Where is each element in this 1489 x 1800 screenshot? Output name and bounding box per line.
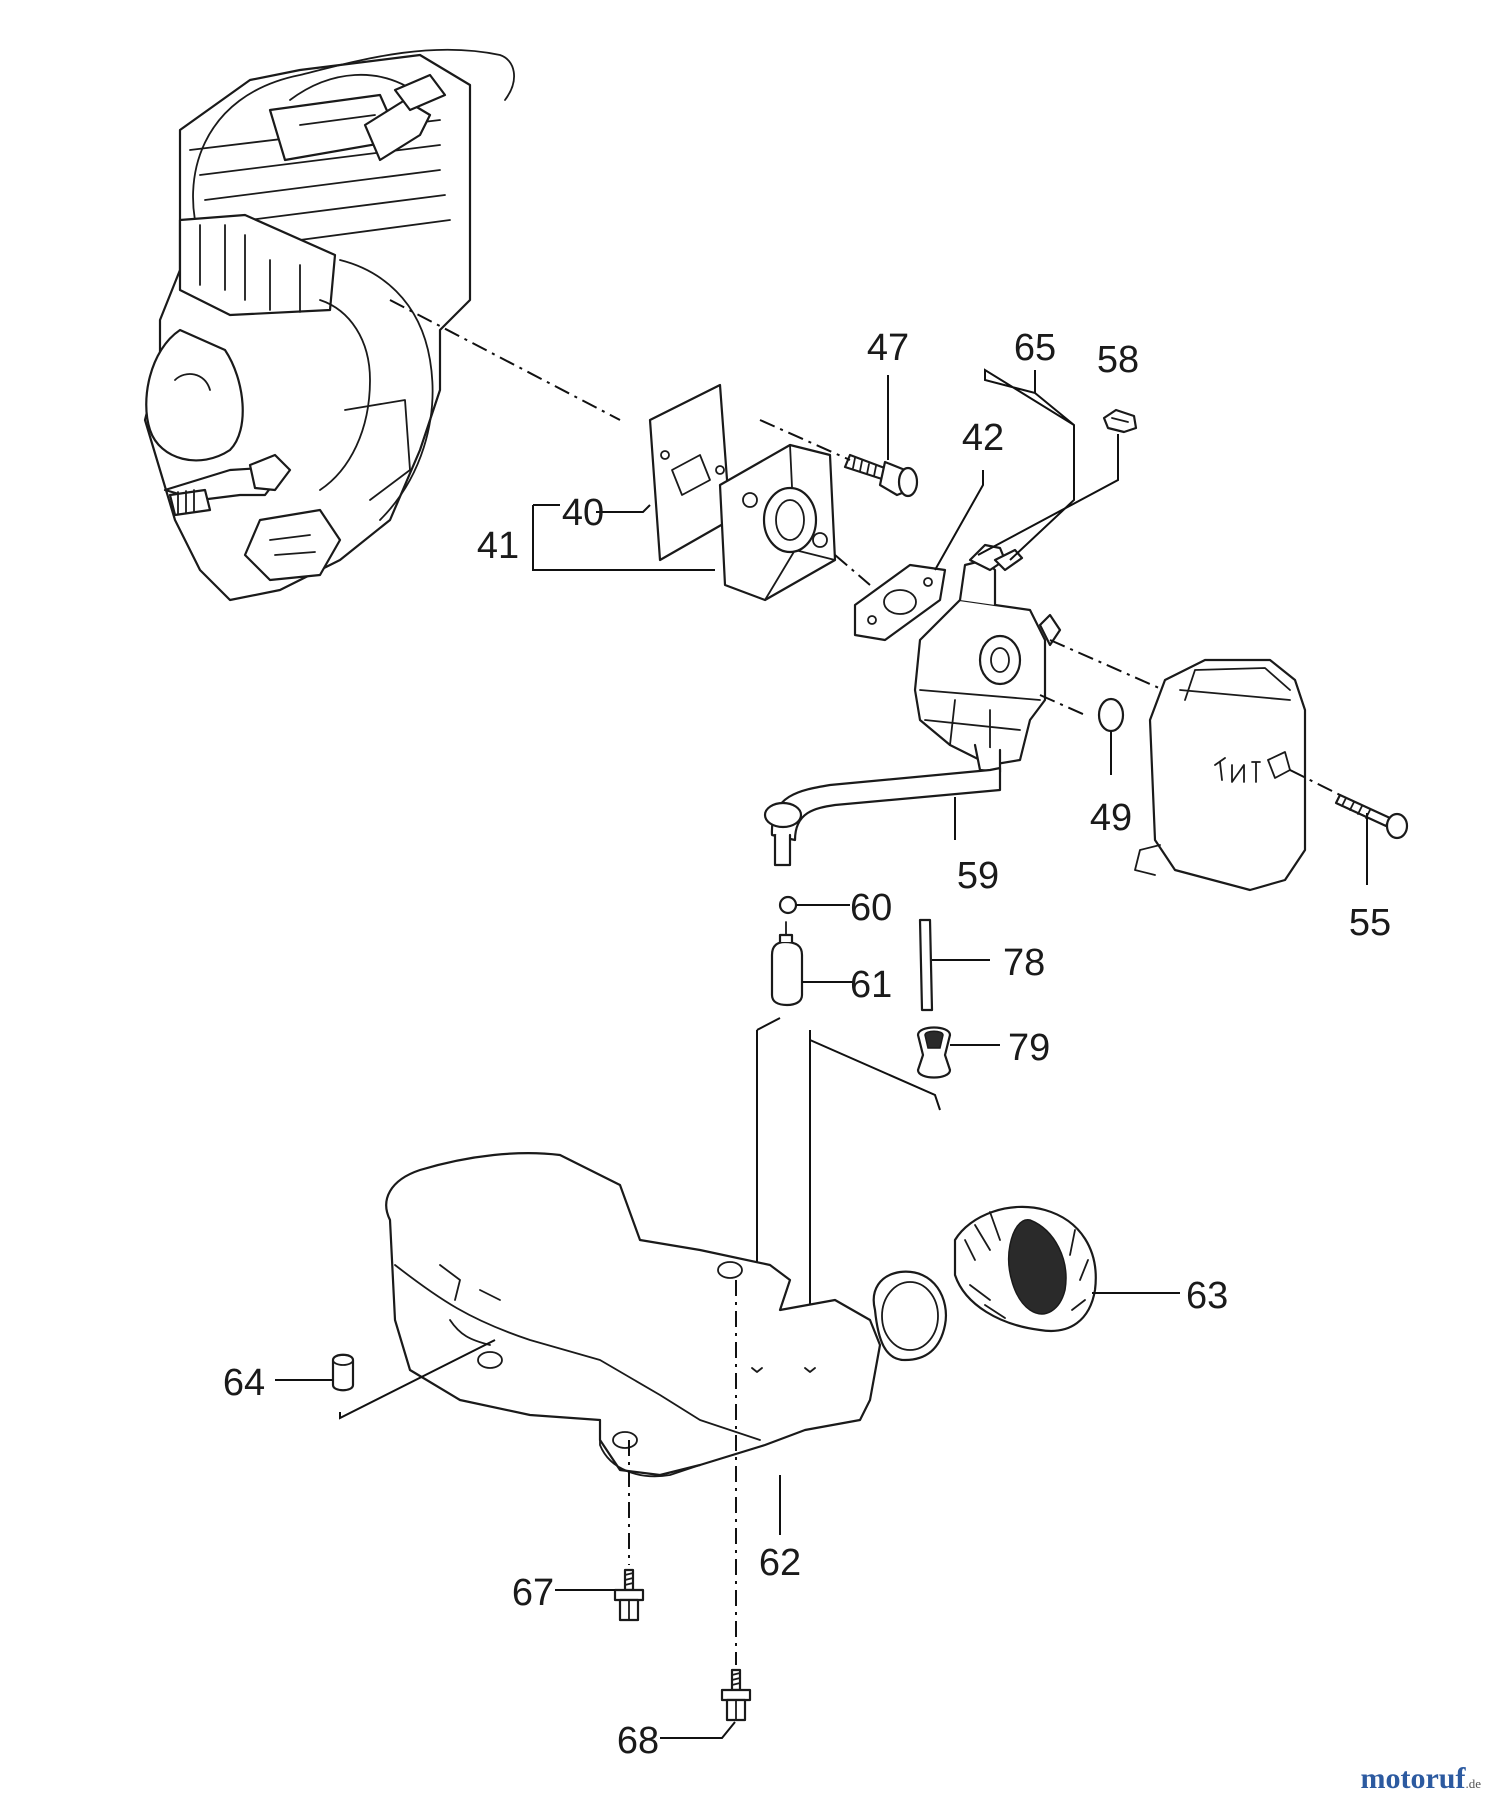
- part-58-clip: [1102, 408, 1138, 434]
- leader-lines: [275, 368, 1368, 1739]
- gasket-42-centerline: [834, 554, 871, 586]
- watermark-name: motoruf: [1360, 1762, 1466, 1795]
- label-59: 59: [957, 855, 999, 897]
- damper-64-route: [339, 1339, 496, 1420]
- part-59-fuel-pipe: [763, 766, 1002, 867]
- part-55-bolt: [1334, 793, 1409, 840]
- label-58: 58: [1097, 339, 1139, 381]
- part-67-screw: [613, 1568, 645, 1622]
- label-55: 55: [1349, 902, 1391, 944]
- label-49: 49: [1090, 797, 1132, 839]
- part-55-air-filter-cover: [1134, 658, 1307, 892]
- part-78-pipe: [918, 918, 934, 1012]
- motoruf-watermark: motoruf.de: [1360, 1764, 1481, 1794]
- label-40: 40: [562, 492, 604, 534]
- leader-40: [596, 504, 651, 513]
- label-78: 78: [1003, 942, 1045, 984]
- leader-42: [934, 470, 984, 571]
- part-42-gasket: [853, 563, 947, 642]
- label-62: 62: [759, 1542, 801, 1584]
- carb-oring-centerline: [1039, 694, 1086, 716]
- leader-68: [660, 1721, 736, 1739]
- leader-58: [977, 434, 1119, 556]
- part-64-damper: [331, 1353, 355, 1392]
- carb-airfilter-centerline: [1049, 639, 1176, 696]
- label-42: 42: [962, 417, 1004, 459]
- part-62-fuel-tank: [385, 1152, 947, 1478]
- part-61-fuel-filter: [770, 921, 804, 1007]
- label-65: 65: [1014, 327, 1056, 369]
- label-63: 63: [1186, 1275, 1228, 1317]
- part-65-carburetor: [913, 543, 1062, 774]
- fuel-line-route: [756, 1017, 941, 1370]
- bolt-55-centerline: [1289, 769, 1341, 796]
- label-61: 61: [850, 964, 892, 1006]
- leader-41: [532, 504, 715, 571]
- label-68: 68: [617, 1720, 659, 1762]
- part-63-fuel-cap: [953, 1205, 1097, 1333]
- part-60-grommet: [778, 895, 798, 915]
- engine: [143, 48, 515, 602]
- label-64: 64: [223, 1362, 265, 1404]
- watermark-tld: .de: [1465, 1776, 1481, 1791]
- part-79-grommet: [916, 1026, 952, 1079]
- leader-65: [984, 368, 1075, 561]
- engine-mount-centerline: [389, 299, 621, 421]
- part-68-screw: [720, 1668, 752, 1722]
- label-47: 47: [867, 327, 909, 369]
- label-60: 60: [850, 887, 892, 929]
- part-47-screw: [843, 453, 919, 498]
- label-67: 67: [512, 1572, 554, 1614]
- part-41-insulator: [718, 443, 837, 602]
- label-79: 79: [1008, 1027, 1050, 1069]
- label-41: 41: [477, 525, 519, 567]
- part-40-gasket: [648, 383, 732, 562]
- part-49-oring: [1097, 697, 1125, 733]
